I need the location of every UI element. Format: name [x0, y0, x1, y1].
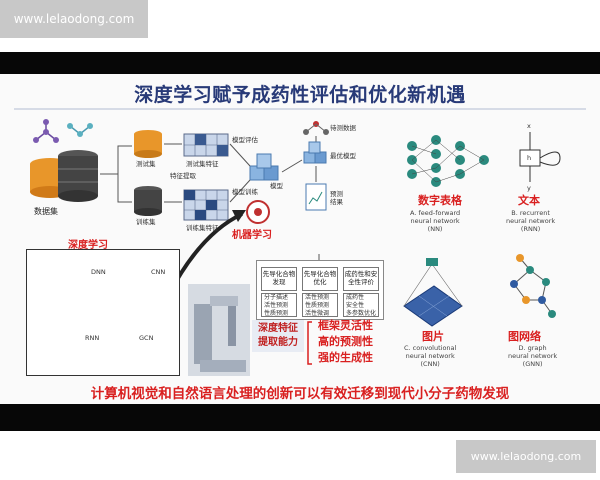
robot-lab-image — [188, 284, 250, 376]
ml-task-1-item: 活性预测 — [264, 302, 289, 309]
advantage-item: 强的生成性 — [318, 351, 373, 364]
ml-task-2-item: 活性预测 — [305, 294, 330, 301]
ml-task-2-items: 活性预测 性质预测 活性微调 — [302, 293, 338, 317]
dnn-label: DNN — [91, 268, 106, 276]
nn-d-caption: D. graph neural network (GNN) — [508, 344, 558, 368]
letterbox-bottom — [0, 404, 600, 431]
rnn-label: RNN — [85, 334, 100, 342]
recurrent-nn-diagram — [519, 132, 561, 182]
watermark-bottom: www.lelaodong.com — [456, 440, 596, 473]
rnn-h-label: h — [527, 154, 532, 162]
ml-task-3-item: 成药性 — [346, 294, 365, 301]
predict-result-label: 预测 结果 — [330, 190, 343, 206]
model-cubes-icon — [249, 153, 279, 181]
ml-task-3-item: 多参数优化 — [346, 310, 377, 317]
nn-b-caption: B. recurrent neural network (RNN) — [506, 209, 556, 233]
diagram-title: 深度学习赋予成药性评估和优化新机遇 — [134, 84, 466, 106]
train-feature-grid — [183, 189, 229, 221]
test-features-label: 测试集特征 — [186, 160, 219, 168]
table-title: 数字表格 — [418, 194, 462, 207]
machine-learning-icon — [246, 200, 270, 224]
ml-task-3-items: 成药性 安全性 多参数优化 — [343, 293, 379, 317]
molecule-icon — [33, 119, 93, 143]
watermark-top: www.lelaodong.com — [0, 0, 148, 38]
advantages-list: 框架灵活性 高的预测性 强的生成性 — [318, 318, 406, 366]
advantage-item: 框架灵活性 — [318, 319, 373, 332]
ml-task-3-item: 安全性 — [346, 302, 365, 309]
train-set-label: 训练集 — [136, 218, 156, 226]
ml-task-1: 先导化合物发现 — [261, 267, 297, 291]
ml-task-2-item: 性质预测 — [305, 302, 330, 309]
feed-forward-nn-diagram — [407, 135, 489, 187]
gcn-label: GCN — [139, 334, 154, 342]
ml-task-2: 先导化合物优化 — [302, 267, 338, 291]
text-title: 文本 — [518, 194, 540, 207]
model-train-label: 模型训练 — [232, 188, 258, 196]
ml-task-3: 成药性和安全性评价 — [343, 267, 379, 291]
predict-result-icon — [305, 183, 327, 211]
train-features-label: 训练集特征 — [186, 224, 219, 232]
ml-task-2-item: 活性微调 — [305, 310, 330, 317]
nn-a-caption: A. feed-forward neural network (NN) — [410, 209, 461, 233]
train-set-icon — [134, 186, 162, 216]
test-feature-grid — [183, 133, 229, 157]
best-model-icon — [303, 141, 327, 164]
deep-learning-title: 深度学习 — [68, 240, 108, 251]
machine-learning-title: 机器学习 — [232, 230, 272, 241]
to-predict-molecule-icon — [303, 121, 329, 135]
model-label: 模型 — [270, 182, 283, 190]
letterbox-top — [0, 52, 600, 74]
cnn-label: CNN — [151, 268, 166, 276]
dataset-label: 数据集 — [34, 207, 58, 216]
rnn-x-label: x — [527, 122, 531, 130]
deep-learning-box: DNN CNN RNN GCN — [26, 249, 180, 376]
model-eval-label: 模型评估 — [232, 136, 258, 144]
test-set-icon — [134, 130, 162, 158]
to-predict-label: 待测数据 — [330, 124, 356, 132]
ml-tasks-box: 先导化合物发现 先导化合物优化 成药性和安全性评价 分子描述 活性预测 性质预测… — [256, 260, 384, 320]
rnn-y-label: y — [527, 184, 531, 192]
graph-nn-diagram — [510, 254, 556, 318]
deep-feature-box: 深度特征 提取能力 — [252, 320, 304, 352]
graph-title: 图网络 — [508, 330, 541, 343]
ml-task-1-items: 分子描述 活性预测 性质预测 — [261, 293, 297, 317]
title-underline — [14, 108, 586, 110]
best-model-label: 最优模型 — [330, 152, 356, 160]
feature-extract-label: 特征提取 — [170, 172, 196, 180]
ml-task-1-item: 分子描述 — [264, 294, 289, 301]
test-set-label: 测试集 — [136, 160, 156, 168]
ml-task-1-item: 性质预测 — [264, 310, 289, 317]
nn-c-caption: C. convolutional neural network (CNN) — [404, 344, 457, 368]
diagram-panel: 深度学习赋予成药性评估和优化新机遇 — [0, 74, 600, 404]
image-title: 图片 — [422, 330, 444, 343]
advantage-item: 高的预测性 — [318, 335, 373, 348]
convolutional-nn-diagram — [403, 258, 463, 327]
dataset-database-icon — [30, 150, 98, 202]
bottom-caption: 计算机视觉和自然语言处理的创新可以有效迁移到现代小分子药物发现 — [90, 386, 510, 402]
